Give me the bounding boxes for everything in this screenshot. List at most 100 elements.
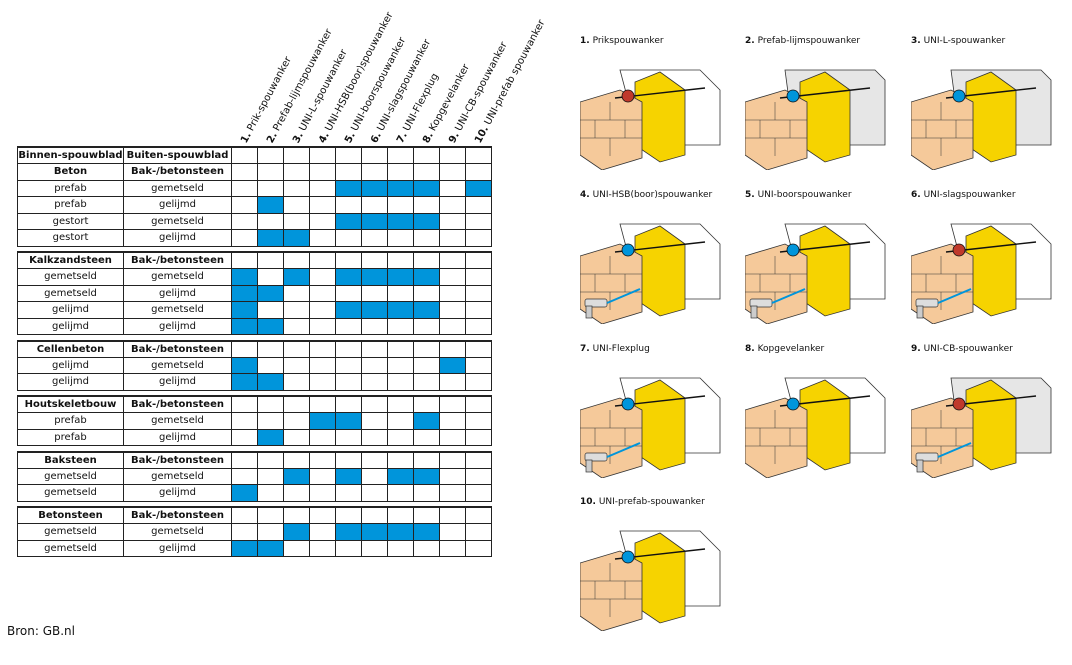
inner-leaf-cell: Betonsteen <box>17 506 124 524</box>
applicable-cell <box>335 523 362 541</box>
empty-cell <box>283 356 310 374</box>
illustration-8: 8. Kopgevelanker <box>745 344 905 494</box>
empty-cell <box>439 412 466 430</box>
illustration-label: UNI-prefab-spouwanker <box>598 497 705 507</box>
inner-leaf-cell: Binnen-spouwblad <box>17 146 124 164</box>
empty-cell <box>361 428 388 446</box>
applicable-cell <box>413 179 440 197</box>
empty-cell <box>387 284 414 302</box>
applicable-cell <box>361 523 388 541</box>
empty-cell <box>361 356 388 374</box>
illustration-number: 2. <box>745 36 755 46</box>
empty-cell <box>335 539 362 557</box>
empty-cell <box>439 395 466 413</box>
inner-leaf-cell: Cellenbeton <box>17 339 124 358</box>
empty-cell <box>231 412 258 430</box>
empty-cell <box>413 506 440 524</box>
empty-cell <box>465 339 492 358</box>
illustration-number: 5. <box>745 190 755 200</box>
illustration-9: 9. UNI-CB-spouwanker <box>911 344 1071 494</box>
illustration-label: UNI-CB-spouwanker <box>923 344 1013 354</box>
anchor-illustration <box>911 69 1052 170</box>
empty-cell <box>283 339 310 358</box>
empty-cell <box>465 284 492 302</box>
illustration-number: 4. <box>580 190 590 200</box>
empty-cell <box>283 212 310 230</box>
applicable-cell <box>413 467 440 485</box>
empty-cell <box>465 428 492 446</box>
outer-leaf-cell: gemetseld <box>123 467 232 485</box>
empty-cell <box>465 356 492 374</box>
anchor-illustration <box>580 377 721 478</box>
applicable-cell <box>257 196 284 214</box>
empty-cell <box>257 212 284 230</box>
empty-cell <box>465 467 492 485</box>
inner-leaf-cell: prefab <box>17 428 124 446</box>
empty-cell <box>387 196 414 214</box>
applicable-cell <box>387 467 414 485</box>
empty-cell <box>387 506 414 524</box>
empty-cell <box>257 450 284 469</box>
empty-cell <box>439 339 466 358</box>
empty-cell <box>413 339 440 358</box>
applicable-cell <box>257 284 284 302</box>
outer-leaf-cell: Buiten-spouwblad <box>123 146 232 164</box>
empty-cell <box>309 506 336 524</box>
anchor-illustration <box>745 69 886 170</box>
illustration-label: Kopgevelanker <box>757 344 825 354</box>
empty-cell <box>361 317 388 335</box>
empty-cell <box>465 539 492 557</box>
empty-cell <box>465 146 492 164</box>
empty-cell <box>439 212 466 230</box>
empty-cell <box>335 229 362 247</box>
applicable-cell <box>231 317 258 335</box>
illustration-caption: 2. Prefab-lijmspouwanker <box>745 36 860 46</box>
anchor-illustration <box>580 223 721 324</box>
empty-cell <box>439 301 466 319</box>
empty-cell <box>283 506 310 524</box>
illustration-number: 3. <box>911 36 921 46</box>
empty-cell <box>361 450 388 469</box>
empty-cell <box>361 467 388 485</box>
illustration-caption: 1. Prikspouwanker <box>580 36 664 46</box>
outer-leaf-cell: gelijmd <box>123 428 232 446</box>
applicable-cell <box>335 268 362 286</box>
inner-leaf-cell: gemetseld <box>17 523 124 541</box>
applicable-cell <box>413 212 440 230</box>
column-number: 5. <box>343 130 358 146</box>
applicable-cell <box>257 428 284 446</box>
empty-cell <box>439 428 466 446</box>
empty-cell <box>309 356 336 374</box>
empty-cell <box>387 412 414 430</box>
illustration-4: 4. UNI-HSB(boor)spouwanker <box>580 190 740 340</box>
empty-cell <box>309 146 336 164</box>
applicable-cell <box>387 268 414 286</box>
inner-leaf-cell: gelijmd <box>17 301 124 319</box>
applicable-cell <box>257 317 284 335</box>
empty-cell <box>283 284 310 302</box>
outer-leaf-cell: gemetseld <box>123 412 232 430</box>
empty-cell <box>335 284 362 302</box>
inner-leaf-cell: gelijmd <box>17 356 124 374</box>
empty-cell <box>231 163 258 181</box>
inner-leaf-cell: gestort <box>17 229 124 247</box>
empty-cell <box>335 373 362 391</box>
empty-cell <box>231 506 258 524</box>
empty-cell <box>439 484 466 502</box>
applicable-cell <box>387 212 414 230</box>
empty-cell <box>231 146 258 164</box>
applicable-cell <box>257 373 284 391</box>
empty-cell <box>309 428 336 446</box>
empty-cell <box>309 212 336 230</box>
